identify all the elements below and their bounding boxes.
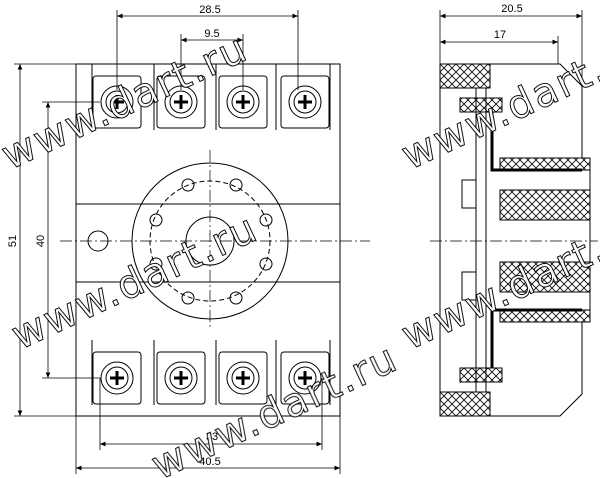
dim-bottom-span: 33 xyxy=(206,431,218,443)
front-view xyxy=(60,63,370,417)
middle-band xyxy=(75,203,341,283)
front-dimension-labels: 28.5 9.5 51 40 33 40.5 xyxy=(7,4,221,468)
dim-overall-width: 40.5 xyxy=(199,456,220,468)
dim-pin-pitch: 9.5 xyxy=(204,28,219,40)
dim-overall-depth: 20.5 xyxy=(501,3,522,15)
terminal-screw-6 xyxy=(156,351,206,405)
terminal-screw-7 xyxy=(218,351,268,405)
center-sleeve-top xyxy=(499,189,591,221)
watermark-1: www.dart.ru xyxy=(0,25,255,179)
terminal-screw-2 xyxy=(156,75,206,129)
bottom-flange xyxy=(439,391,491,417)
dim-inner-height: 40 xyxy=(35,235,47,247)
watermarks: www.dart.ru www.dart.ru www.dart.ru www.… xyxy=(0,25,600,478)
lower-contact-strip xyxy=(490,308,582,368)
terminal-screw-4 xyxy=(280,75,330,129)
terminal-screw-8 xyxy=(280,351,330,405)
dim-top-span: 28.5 xyxy=(199,4,220,16)
side-dimension-labels: 20.5 17 xyxy=(494,3,523,41)
upper-pin-sleeve xyxy=(499,157,591,171)
lower-terminal-row xyxy=(92,351,330,405)
top-flange xyxy=(439,63,491,89)
partitions xyxy=(91,64,331,405)
center-lines xyxy=(60,150,370,330)
side-view xyxy=(430,63,598,417)
center-sleeve-bottom xyxy=(499,261,591,293)
upper-screw-section xyxy=(459,97,503,113)
watermark-4: www.dart.ru xyxy=(395,25,600,179)
lower-screw-section xyxy=(459,367,503,383)
front-dimensions xyxy=(14,10,341,474)
watermark-3: www.dart.ru xyxy=(145,335,405,478)
side-dimensions xyxy=(439,10,583,86)
pin-holes xyxy=(149,178,273,305)
dim-height: 51 xyxy=(7,235,19,247)
dim-body-depth: 17 xyxy=(494,29,506,41)
watermark-5: www.dart.ru xyxy=(395,205,600,359)
upper-contact-strip xyxy=(490,112,582,172)
